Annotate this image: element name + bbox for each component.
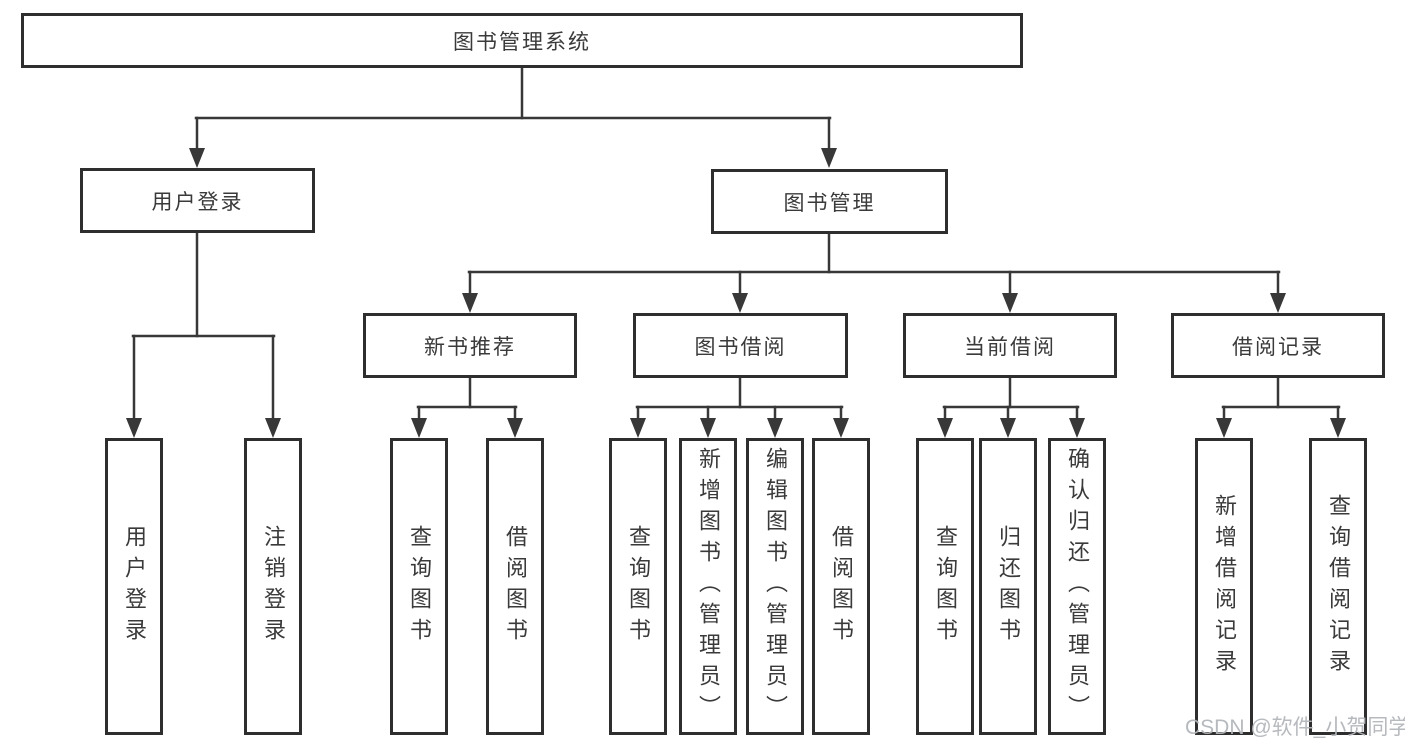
leaf-label: 新增图书（管理员）: [696, 447, 721, 726]
leaf-user-login: 用户登录: [105, 438, 163, 735]
leaf-query-borrow-record: 查询借阅记录: [1309, 438, 1367, 735]
leaf-query-books-current: 查询图书: [916, 438, 974, 735]
leaf-label: 查询图书: [626, 524, 651, 649]
leaf-edit-books-admin: 编辑图书（管理员）: [746, 438, 804, 735]
leaf-label: 新增借阅记录: [1212, 493, 1237, 680]
node-current-borrowing: 当前借阅: [903, 313, 1117, 378]
leaf-query-books-recommend: 查询图书: [390, 438, 448, 735]
leaf-label: 归还图书: [996, 524, 1021, 649]
leaf-label: 查询图书: [407, 524, 432, 649]
node-book-management: 图书管理: [711, 169, 948, 234]
node-label: 借阅记录: [1232, 335, 1324, 359]
node-borrowing-records: 借阅记录: [1171, 313, 1385, 378]
node-user-login: 用户登录: [80, 168, 315, 233]
leaf-add-books-admin: 新增图书（管理员）: [679, 438, 737, 735]
node-label: 图书管理系统: [453, 30, 591, 54]
node-label: 当前借阅: [964, 335, 1056, 359]
leaf-return-books: 归还图书: [979, 438, 1037, 735]
leaf-label: 借阅图书: [503, 524, 528, 649]
leaf-add-borrow-record: 新增借阅记录: [1195, 438, 1253, 735]
node-label: 用户登录: [151, 190, 244, 214]
leaf-label: 确认归还（管理员）: [1065, 447, 1090, 726]
leaf-confirm-return-admin: 确认归还（管理员）: [1048, 438, 1106, 735]
node-new-book-recommendation: 新书推荐: [363, 313, 577, 378]
leaf-label: 查询借阅记录: [1326, 493, 1351, 680]
node-label: 新书推荐: [424, 335, 516, 359]
leaf-label: 借阅图书: [829, 524, 854, 649]
leaf-borrow-books: 借阅图书: [812, 438, 870, 735]
leaf-borrow-books-recommend: 借阅图书: [486, 438, 544, 735]
node-label: 图书借阅: [694, 335, 787, 359]
node-label: 图书管理: [783, 191, 876, 215]
leaf-label: 注销登录: [261, 524, 286, 649]
leaf-query-books-borrow: 查询图书: [609, 438, 667, 735]
csdn-watermark: CSDN @软件_小贺同学: [1185, 716, 1405, 739]
leaf-label: 编辑图书（管理员）: [763, 447, 788, 726]
node-library-management-system: 图书管理系统: [21, 13, 1023, 68]
leaf-label: 用户登录: [122, 524, 147, 649]
leaf-label: 查询图书: [933, 524, 958, 649]
leaf-logout: 注销登录: [244, 438, 302, 735]
node-book-borrowing: 图书借阅: [633, 313, 848, 378]
